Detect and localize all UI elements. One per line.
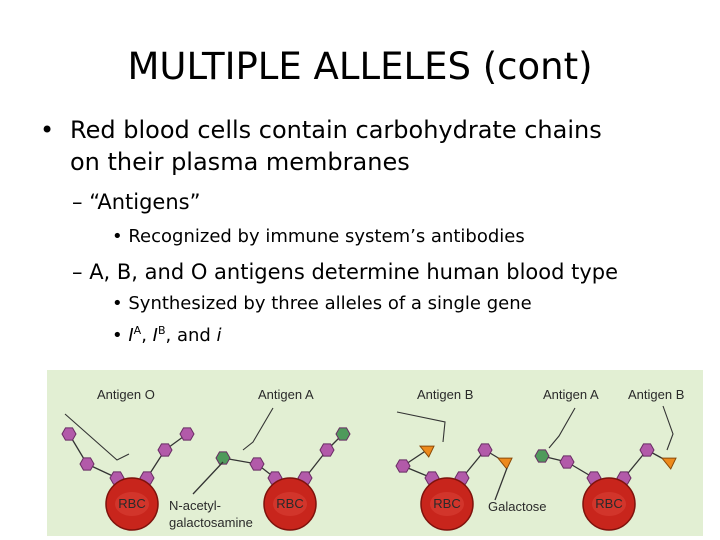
sugar-hexagon bbox=[319, 443, 335, 457]
sugar-hexagon bbox=[477, 443, 493, 457]
bullet-dot: • bbox=[112, 293, 123, 314]
detail-recognized: • Recognized by immune system’s antibodi… bbox=[112, 225, 525, 249]
bracket-antigen-b bbox=[396, 411, 446, 443]
label-n-acetyl-line1: N-acetyl- bbox=[169, 498, 221, 513]
cell-highlight bbox=[592, 492, 626, 516]
cell-highlight bbox=[273, 492, 307, 516]
cell-highlight bbox=[430, 492, 464, 516]
allele-sep2: , and bbox=[165, 325, 217, 346]
point1-line2: on their plasma membranes bbox=[70, 148, 410, 176]
pointer-n-acetylgalactosamine bbox=[192, 461, 224, 495]
label-antigen-o: Antigen O bbox=[97, 387, 155, 402]
sub1-text: “Antigens” bbox=[89, 190, 201, 214]
rbc-label: RBC bbox=[118, 496, 145, 511]
sub-bullet-antigens: – “Antigens” bbox=[72, 188, 200, 216]
sub-bullet-blood-type: – A, B, and O antigens determine human b… bbox=[72, 258, 618, 286]
label-antigen-a-second: Antigen A bbox=[543, 387, 599, 402]
bullet-dot: • bbox=[40, 116, 55, 144]
rbc-label: RBC bbox=[595, 496, 622, 511]
galactose-triangle bbox=[418, 445, 435, 458]
rbc-label: RBC bbox=[276, 496, 303, 511]
sugar-hexagon bbox=[559, 455, 575, 469]
sub2-detail1-text: Synthesized by three alleles of a single… bbox=[128, 293, 532, 314]
sugar-hexagon bbox=[395, 459, 411, 473]
sub2-text: A, B, and O antigens determine human blo… bbox=[89, 260, 619, 284]
n-acetylgalactosamine-hexagon bbox=[534, 449, 550, 463]
n-acetylgalactosamine-hexagon bbox=[335, 427, 351, 441]
sugar-hexagon bbox=[157, 443, 173, 457]
allele-ia-base: I bbox=[128, 325, 134, 346]
sugar-hexagon bbox=[79, 457, 95, 471]
label-antigen-b-second: Antigen B bbox=[628, 387, 684, 402]
label-n-acetyl-line2: galactosamine bbox=[169, 515, 253, 530]
allele-ib-base: I bbox=[152, 325, 158, 346]
label-galactose: Galactose bbox=[488, 499, 547, 514]
label-antigen-b: Antigen B bbox=[417, 387, 473, 402]
antigen-figure: RBC RBC RBC RBC Antigen O Antigen A Antigen… bbox=[47, 370, 703, 536]
bracket-antigen-a-second bbox=[548, 407, 576, 449]
bracket-antigen-o bbox=[64, 413, 130, 461]
allele-ia-sup: A bbox=[133, 324, 142, 337]
dash-marker: – bbox=[72, 260, 83, 284]
slide-title: MULTIPLE ALLELES (cont) bbox=[127, 45, 593, 88]
pointer-galactose bbox=[494, 467, 508, 501]
allele-i: i bbox=[216, 325, 222, 346]
detail-synthesized: • Synthesized by three alleles of a sing… bbox=[112, 292, 532, 316]
galactose-triangle bbox=[660, 457, 677, 470]
label-antigen-a: Antigen A bbox=[258, 387, 314, 402]
bullet-dot: • bbox=[112, 325, 123, 346]
sugar-hexagon bbox=[61, 427, 77, 441]
sugar-hexagon bbox=[179, 427, 195, 441]
bullet-dot: • bbox=[112, 226, 123, 247]
rbc-label: RBC bbox=[433, 496, 460, 511]
bracket-antigen-b-second bbox=[662, 405, 674, 451]
galactose-triangle bbox=[496, 457, 513, 470]
antigen-diagram: RBC RBC RBC RBC Antigen O Antigen A Antigen… bbox=[47, 370, 703, 536]
allele-sep1: , bbox=[141, 325, 153, 346]
n-acetylgalactosamine-hexagon bbox=[215, 451, 231, 465]
dash-marker: – bbox=[72, 190, 83, 214]
detail-alleles: • IA, IB, and i bbox=[112, 324, 222, 348]
sugar-hexagon bbox=[249, 457, 265, 471]
sugar-hexagon bbox=[639, 443, 655, 457]
point1-line1: Red blood cells contain carbohydrate cha… bbox=[70, 116, 602, 144]
allele-ib-sup: B bbox=[157, 324, 166, 337]
cell-highlight bbox=[115, 492, 149, 516]
sub1-detail-text: Recognized by immune system’s antibodies bbox=[128, 226, 525, 247]
bracket-antigen-a bbox=[242, 407, 274, 451]
